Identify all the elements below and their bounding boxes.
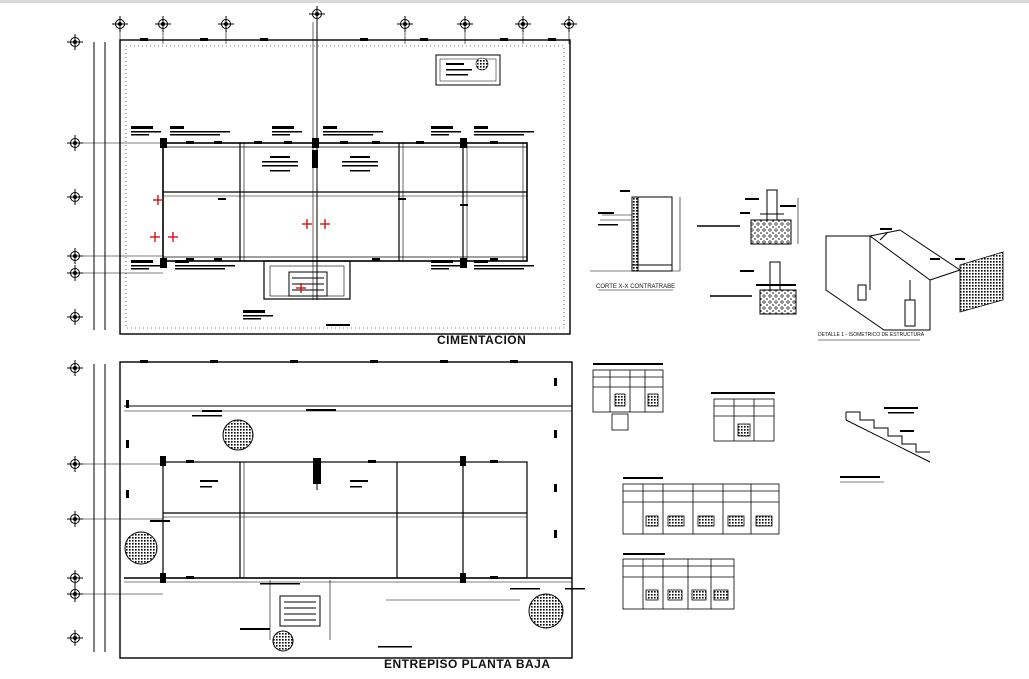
- plan-entrepiso: [66, 359, 585, 659]
- label-corte: CORTE X-X CONTRATRABE: [596, 284, 676, 290]
- title-entrepiso: ENTREPISO PLANTA BAJA: [384, 657, 551, 671]
- label-detalle: DETALLE 1 - ISOMETRICO DE ESTRUCTURA: [818, 332, 925, 338]
- top-border: [0, 0, 1029, 3]
- title-cimentacion: CIMENTACIÓN: [437, 333, 527, 347]
- hatch-circle-icon: [124, 419, 564, 652]
- detail-zapata: [697, 189, 799, 315]
- plan-cimentacion: [66, 5, 578, 335]
- schedule-tables: [592, 363, 780, 610]
- detail-escalera: [840, 407, 931, 483]
- detail-isometrico: [818, 228, 1004, 341]
- detail-corte: [590, 190, 681, 291]
- grid-axis-marker-icon: [111, 5, 578, 33]
